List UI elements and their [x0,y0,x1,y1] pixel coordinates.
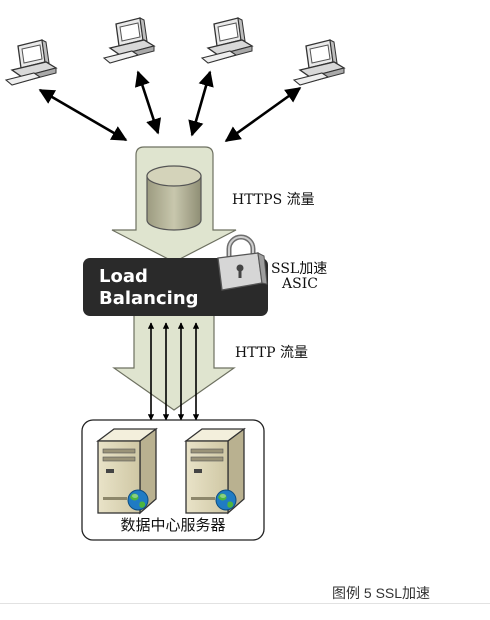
client-computer-2-icon [103,17,155,64]
globe-icon [127,489,149,511]
ssl-acceleration-label: SSL加速 [271,261,328,277]
https-traffic-label: HTTPS 流量 [232,192,315,208]
padlock-icon [217,234,268,291]
http-traffic-label: HTTP 流量 [235,345,309,361]
http-flow-arrow [112,314,236,411]
client-computer-3-icon [201,17,253,64]
load-balancing-line1: Load [99,266,148,287]
asic-label: ASIC [282,276,318,292]
http-connection-arrows [147,322,200,421]
client-computer-1-icon [5,39,57,86]
client-connection-arrows [38,70,302,143]
figure-caption: 图例 5 SSL加速 [332,585,431,601]
load-balancing-label: Load Balancing [99,266,229,310]
load-balancing-line2: Balancing [99,288,199,309]
datacenter-servers-label: 数据中心服务器 [120,516,226,534]
database-cylinder-icon [146,165,202,231]
footer-divider [0,603,490,604]
client-computer-4-icon [293,39,345,86]
globe-icon [215,489,237,511]
